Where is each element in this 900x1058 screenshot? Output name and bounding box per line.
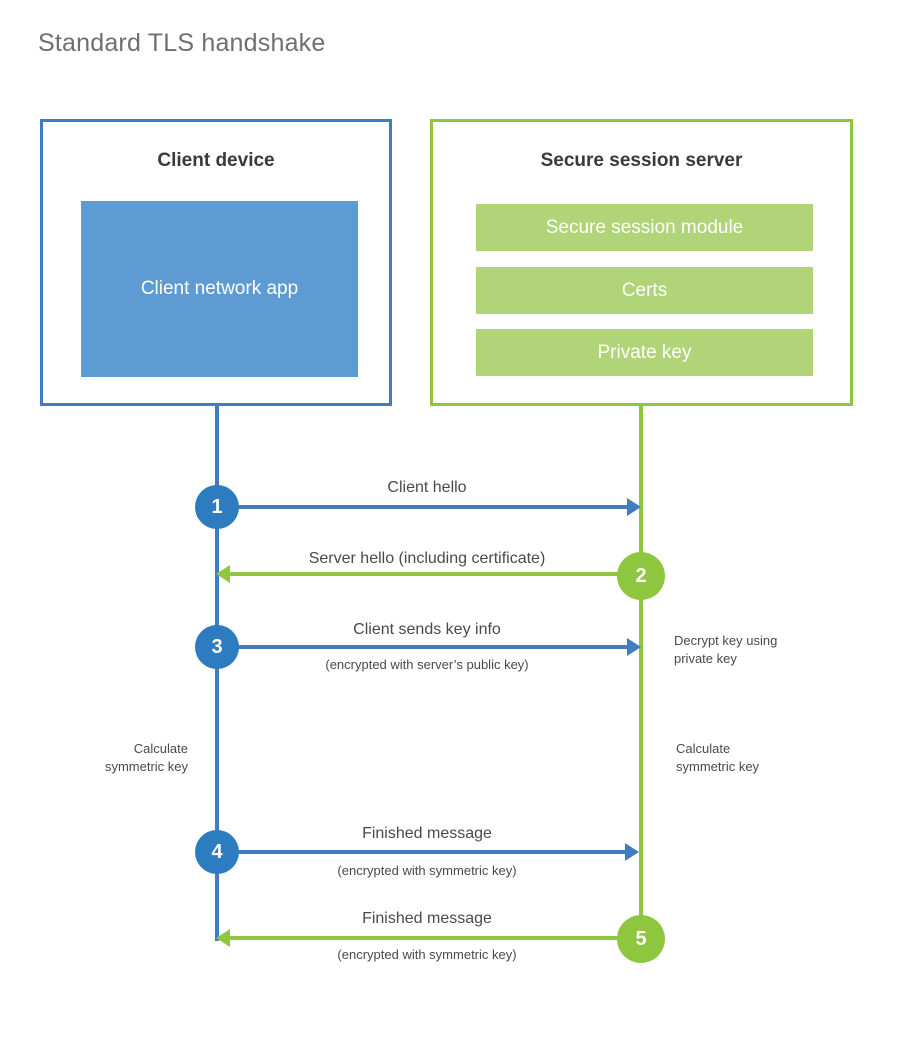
note-decrypt-key-line1: Decrypt key using — [674, 633, 778, 648]
note-decrypt-key-line2: private key — [674, 650, 737, 666]
note-server-calculate-line1: Calculate — [676, 741, 731, 756]
arrow-line-step-2 — [222, 572, 641, 576]
server-block-secure-session-module: Secure session module — [476, 204, 813, 251]
note-server-calculate-line2: symmetric key — [676, 758, 760, 774]
step-circle-4: 4 — [195, 830, 239, 874]
note-server-calculate-symmetric-key: Calculate symmetric key — [676, 740, 856, 775]
step-circle-1: 1 — [195, 485, 239, 529]
secure-session-server-title: Secure session server — [540, 150, 743, 171]
arrow-label-step-1: Client hello — [387, 479, 467, 496]
arrow-label-step-4: Finished message — [362, 825, 492, 842]
arrow-line-step-4 — [217, 850, 631, 854]
page-title: Standard TLS handshake — [38, 29, 326, 57]
client-network-app-block: Client network app — [81, 201, 358, 377]
arrow-sublabel-step-5: (encrypted with symmetric key) — [337, 947, 517, 962]
arrow-head-step-3 — [627, 638, 641, 656]
note-client-calculate-line1: Calculate — [133, 741, 188, 756]
secure-session-server-box: Secure session server Secure session mod… — [430, 119, 853, 406]
note-client-calculate-line2: symmetric key — [104, 758, 188, 774]
note-decrypt-key: Decrypt key using private key — [674, 632, 854, 667]
step-circle-3: 3 — [195, 625, 239, 669]
arrow-head-step-1 — [627, 498, 641, 516]
arrow-head-step-5 — [216, 929, 230, 947]
server-block-private-key: Private key — [476, 329, 813, 376]
arrow-line-step-5 — [222, 936, 641, 940]
arrow-sublabel-step-4: (encrypted with symmetric key) — [337, 863, 517, 878]
step-circle-2: 2 — [617, 552, 665, 600]
arrow-label-step-5: Finished message — [362, 910, 492, 927]
server-lifeline — [639, 404, 643, 939]
arrow-head-step-4 — [625, 843, 639, 861]
server-block-certs: Certs — [476, 267, 813, 314]
arrow-line-step-3 — [217, 645, 637, 649]
arrow-head-step-2 — [216, 565, 230, 583]
client-device-box: Client device Client network app — [40, 119, 392, 406]
step-circle-5: 5 — [617, 915, 665, 963]
arrow-label-step-2: Server hello (including certificate) — [308, 550, 546, 567]
client-device-title: Client device — [157, 150, 275, 171]
arrow-line-step-1 — [217, 505, 637, 509]
arrow-label-step-3: Client sends key info — [353, 621, 501, 638]
arrow-sublabel-step-3: (encrypted with server’s public key) — [325, 657, 529, 672]
client-lifeline — [215, 404, 219, 941]
note-client-calculate-symmetric-key: Calculate symmetric key — [20, 740, 188, 775]
